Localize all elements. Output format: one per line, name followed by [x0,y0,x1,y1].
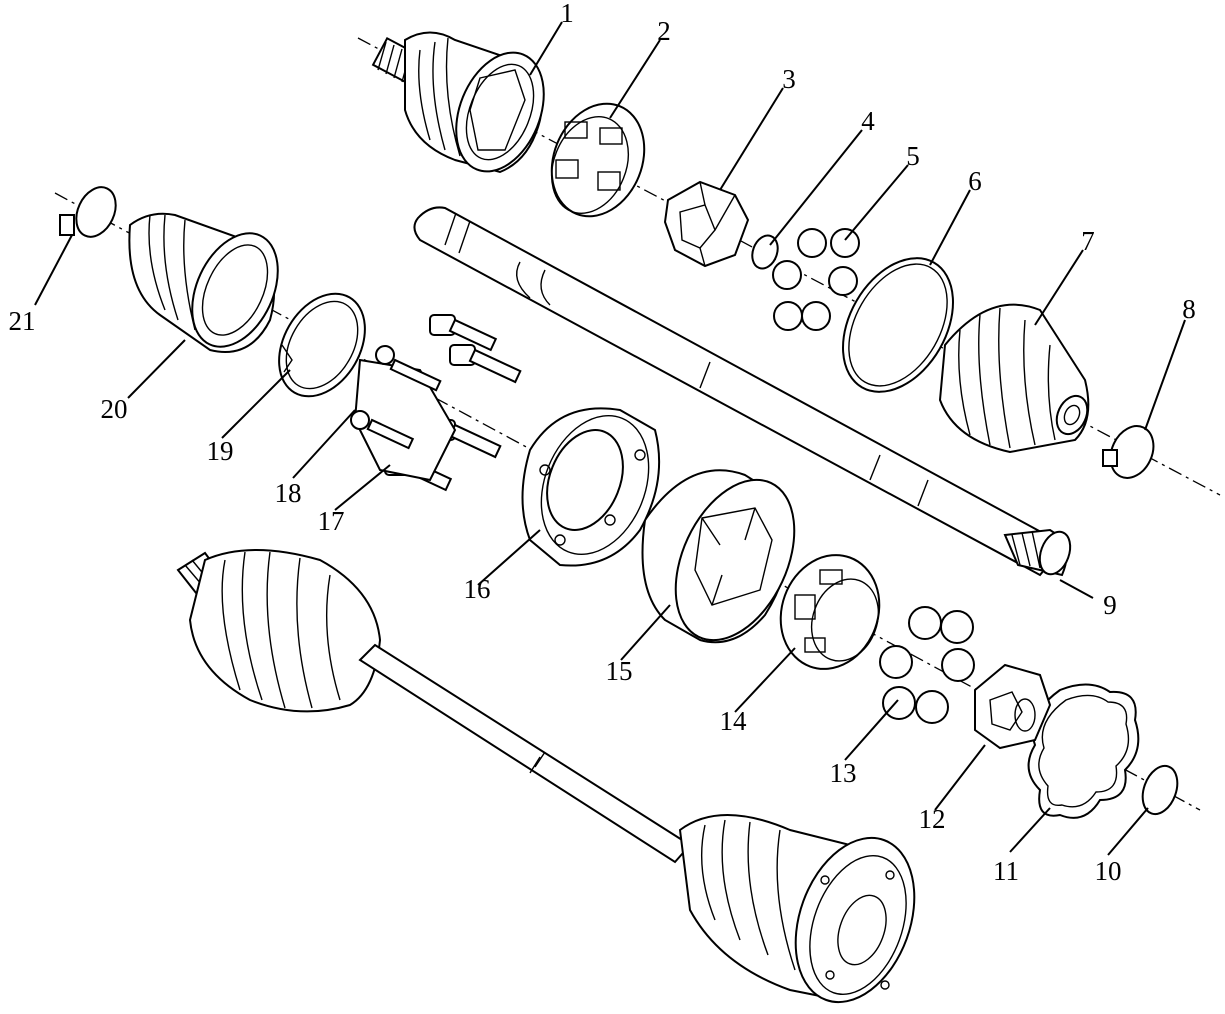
callout-20: 20 [101,394,128,424]
callout-4: 4 [861,106,875,136]
callout-12: 12 [919,804,946,834]
callout-7: 7 [1081,226,1095,256]
steel-balls-lower [879,606,975,724]
inner-race [663,180,750,268]
leader-lines [34,21,1186,856]
boot-clamp-small [1102,425,1155,479]
assembled-drive-shaft [176,549,916,1004]
drive-shaft [413,206,1072,577]
joint-flange [521,407,661,567]
callout-10: 10 [1095,856,1122,886]
callout-21: 21 [9,306,36,336]
callout-11: 11 [993,856,1019,886]
callout-16: 16 [464,574,491,604]
callout-2: 2 [657,16,671,46]
outer-race-ring [641,469,796,644]
callout-19: 19 [207,436,234,466]
callout-5: 5 [906,141,920,171]
steel-balls-upper [772,228,860,331]
callout-14: 14 [720,706,748,736]
inner-race-lower [974,663,1052,750]
boot-clamp-end [59,186,117,238]
outer-joint-housing [371,31,545,174]
joint-gasket [1027,683,1140,819]
callout-13: 13 [830,758,857,788]
rubber-boot-inner [128,212,279,353]
cover-cap [1141,764,1179,816]
callout-1: 1 [560,0,574,28]
ball-cage-lower [779,554,881,670]
bolt-plate [350,345,457,482]
callout-9: 9 [1103,590,1117,620]
callout-15: 15 [606,656,633,686]
callout-6: 6 [968,166,982,196]
ball-cage [550,102,646,218]
callout-18: 18 [275,478,302,508]
rubber-boot-outer [938,303,1090,454]
callout-3: 3 [782,64,796,94]
callout-8: 8 [1182,294,1196,324]
snap-ring [842,257,954,393]
boot-clamp-ring [278,292,366,398]
callout-17: 17 [318,506,345,536]
